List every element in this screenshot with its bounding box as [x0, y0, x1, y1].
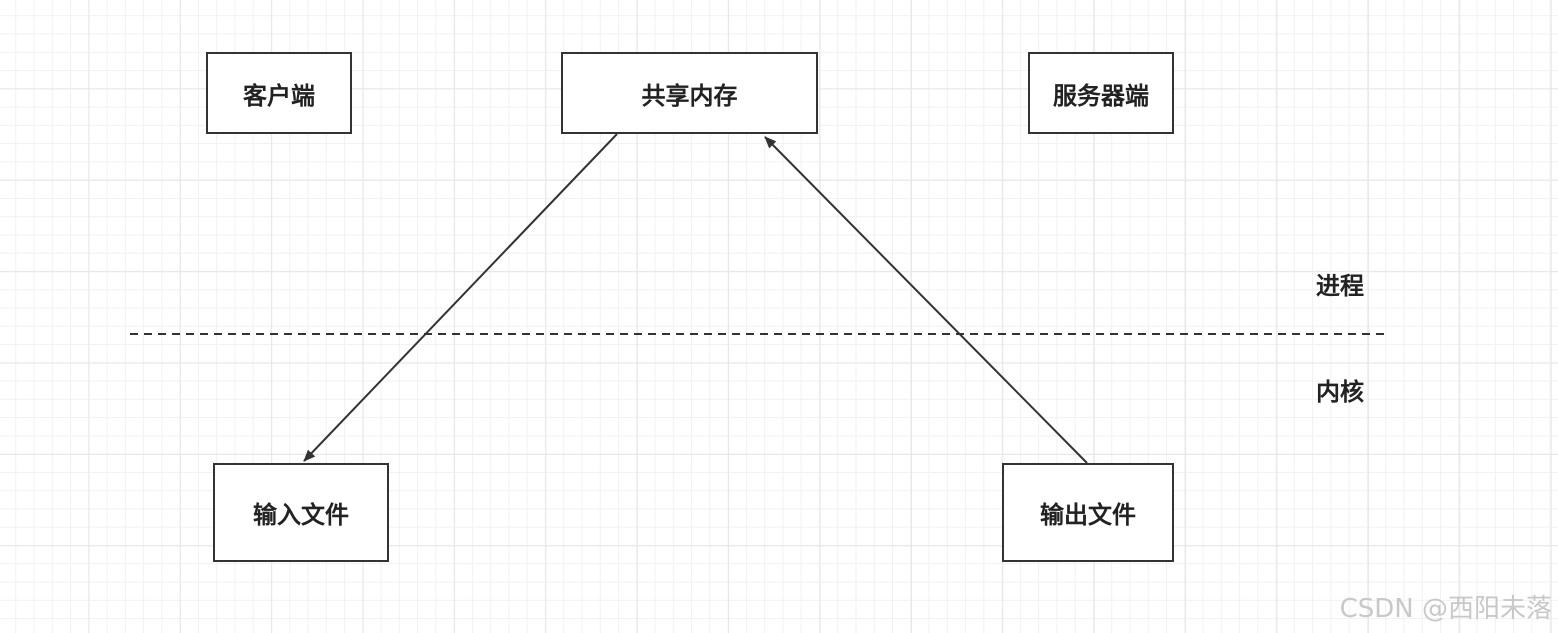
arrow-shared-memory-to-input-file [303, 133, 618, 462]
shared-memory-label: 共享内存 [641, 81, 738, 110]
watermark-text: CSDN @西阳未落 [1339, 594, 1552, 624]
input-file-label: 输入文件 [253, 501, 349, 529]
client-node: 客户端 [206, 52, 352, 134]
server-node: 服务器端 [1028, 52, 1174, 134]
output-file-label: 输出文件 [1040, 501, 1136, 529]
client-label: 客户端 [243, 81, 315, 110]
input-file-node: 输入文件 [213, 463, 389, 562]
process-region-label: 进程 [1316, 272, 1364, 300]
kernel-region-label: 内核 [1316, 378, 1364, 406]
arrow-output-file-to-shared-memory [764, 136, 1088, 464]
shared-memory-node: 共享内存 [561, 52, 818, 134]
output-file-node: 输出文件 [1002, 463, 1174, 562]
server-label: 服务器端 [1053, 81, 1149, 110]
